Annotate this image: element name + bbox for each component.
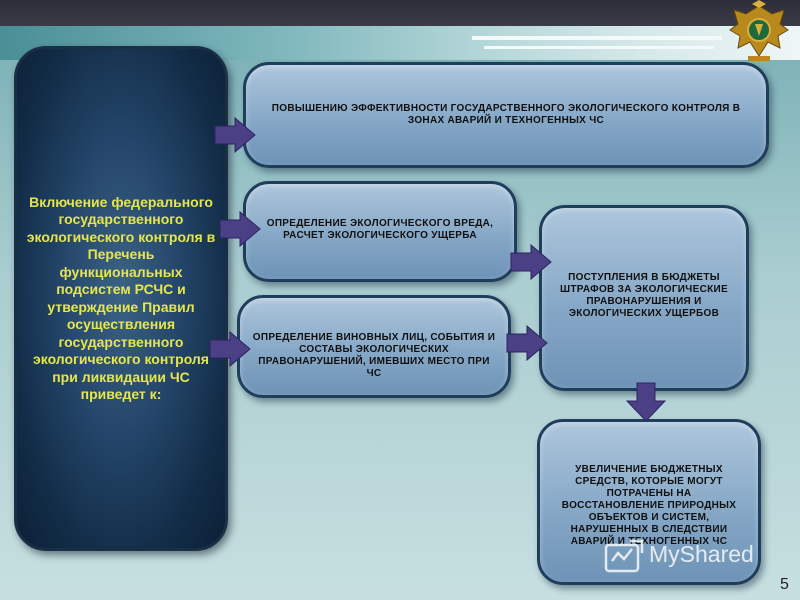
header-line-2 [484,46,714,49]
main-statement-box: Включение федерального государственного … [14,46,228,551]
header-line-1 [472,36,722,40]
arrow-right-icon [219,211,261,247]
myshared-logo-icon [604,539,644,573]
main-statement-text: Включение федерального государственного … [26,193,216,403]
arrow-right-icon [209,331,251,367]
arrow-right-icon [506,325,548,361]
box-budget-increase: УВЕЛИЧЕНИЕ БЮДЖЕТНЫХ СРЕДСТВ, КОТОРЫЕ МО… [537,419,761,585]
box-damage-assessment-text: ОПРЕДЕЛЕНИЕ ЭКОЛОГИЧЕСКОГО ВРЕДА, РАСЧЕТ… [266,218,494,241]
box-offenders-text: ОПРЕДЕЛЕНИЕ ВИНОВНЫХ ЛИЦ, СОБЫТИЯ И СОСТ… [252,332,496,379]
box-efficiency: ПОВЫШЕНИЮ ЭФФЕКТИВНОСТИ ГОСУДАРСТВЕННОГО… [243,62,769,168]
arrow-right-icon [510,244,552,280]
box-offenders: ОПРЕДЕЛЕНИЕ ВИНОВНЫХ ЛИЦ, СОБЫТИЯ И СОСТ… [237,295,511,398]
emblem-icon [729,0,789,61]
arrow-down-icon [626,382,666,422]
arrow-right-icon [214,117,256,153]
page-number: 5 [780,576,789,593]
top-dark-bar [0,0,800,26]
box-budget-revenue: ПОСТУПЛЕНИЯ В БЮДЖЕТЫ ШТРАФОВ ЗА ЭКОЛОГИ… [539,205,749,391]
box-budget-increase-text: УВЕЛИЧЕНИЕ БЮДЖЕТНЫХ СРЕДСТВ, КОТОРЫЕ МО… [561,464,737,547]
box-damage-assessment: ОПРЕДЕЛЕНИЕ ЭКОЛОГИЧЕСКОГО ВРЕДА, РАСЧЕТ… [243,181,517,282]
box-efficiency-text: ПОВЫШЕНИЮ ЭФФЕКТИВНОСТИ ГОСУДАРСТВЕННОГО… [271,103,741,126]
box-budget-revenue-text: ПОСТУПЛЕНИЯ В БЮДЖЕТЫ ШТРАФОВ ЗА ЭКОЛОГИ… [560,272,728,319]
watermark-text: MyShared [649,541,754,567]
